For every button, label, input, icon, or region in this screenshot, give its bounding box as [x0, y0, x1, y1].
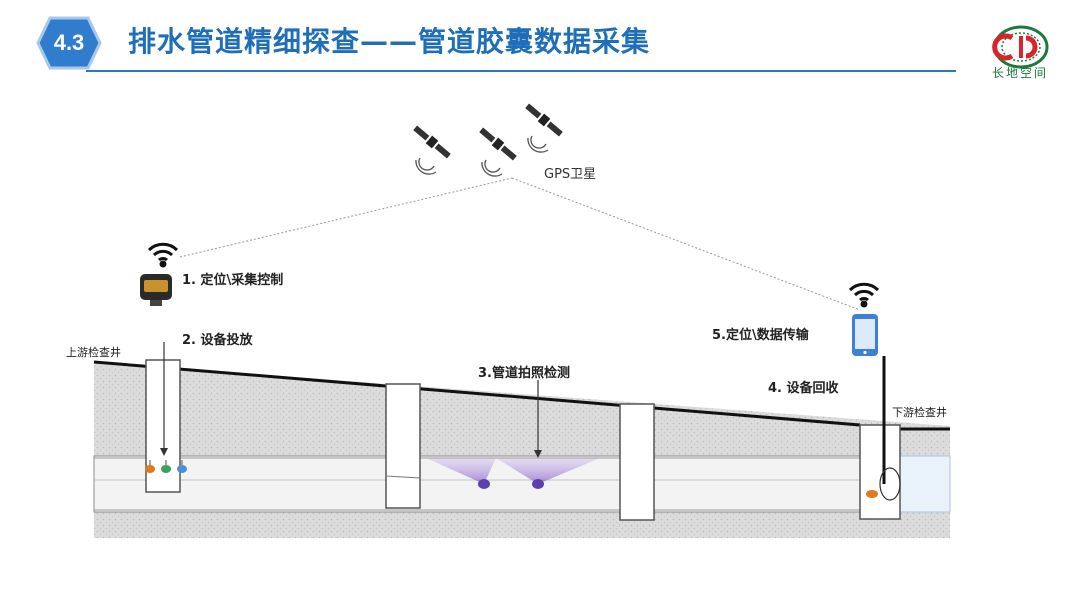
step5-label: 5.定位\数据传输	[712, 327, 810, 343]
company-logo-text: 长地空间	[991, 66, 1048, 80]
step2-label: 2. 设备投放	[182, 332, 254, 348]
signal-line-left	[179, 177, 513, 258]
company-logo-icon	[992, 25, 1049, 69]
camera-beam	[426, 458, 496, 484]
capsule-device	[866, 490, 878, 498]
middle-well-2	[619, 403, 655, 521]
title-divider	[86, 70, 956, 72]
pipe-capsule-diagram: GPS卫星 1. 定位\采集控制 2. 设	[66, 103, 951, 538]
signal-line-right	[511, 177, 861, 311]
downstream-well-label: 下游检查井	[892, 405, 947, 419]
step1-label: 1. 定位\采集控制	[182, 272, 283, 288]
satellite-icon	[525, 103, 563, 137]
wifi-icon-left	[147, 242, 179, 268]
step4-label: 4. 设备回收	[768, 380, 840, 396]
page-title: 排水管道精细探查——管道胶囊数据采集	[128, 25, 651, 58]
capsule-device	[478, 479, 490, 489]
capsule-device	[532, 479, 544, 489]
middle-well-1	[385, 383, 421, 509]
upstream-well-label: 上游检查井	[66, 345, 121, 359]
ground-surface-line	[93, 360, 861, 427]
section-badge	[36, 16, 102, 70]
wifi-icon-right	[848, 282, 880, 308]
downstream-well	[859, 424, 901, 520]
capsule-group-upstream	[145, 460, 187, 473]
retrieval-net-icon	[879, 467, 901, 501]
gnss-receiver-icon	[140, 274, 172, 306]
smartphone-icon	[852, 314, 878, 356]
satellite-icon	[413, 125, 451, 159]
section-number: 4.3	[53, 30, 85, 55]
step3-label: 3.管道拍照检测	[478, 365, 570, 381]
camera-beam	[496, 458, 600, 484]
satellite-icon	[479, 127, 517, 161]
gps-label: GPS卫星	[544, 167, 596, 182]
slide-header: 4.3 排水管道精细探查——管道胶囊数据采集 长地空间	[0, 0, 1080, 80]
